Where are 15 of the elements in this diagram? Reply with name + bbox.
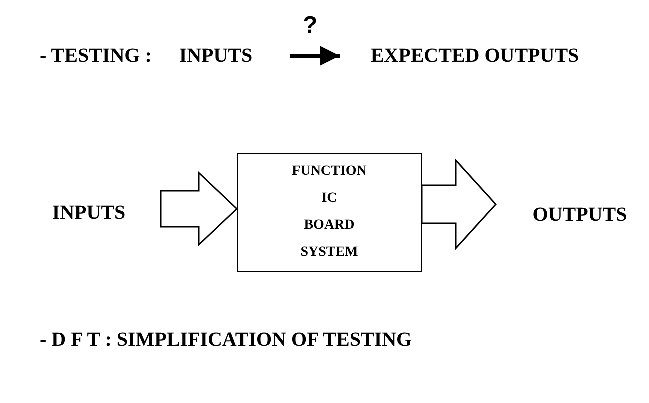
box-text: IC — [322, 192, 338, 206]
arrow — [290, 46, 340, 66]
block-arrow — [421, 158, 498, 250]
process-box — [237, 153, 422, 272]
box-text: BOARD — [304, 219, 355, 234]
block-arrow — [160, 171, 238, 247]
node-label: EXPECTED OUTPUTS — [370, 46, 580, 66]
node-label: INPUTS — [52, 203, 126, 223]
node-label: OUTPUTS — [532, 205, 628, 225]
box-text: SYSTEM — [300, 246, 358, 260]
edge-label: ? — [303, 14, 318, 38]
box-text: FUNCTION — [292, 164, 367, 179]
node-label: INPUTS — [179, 46, 253, 66]
heading-text: - D F T : SIMPLIFICATION OF TESTING — [40, 330, 412, 350]
heading-text: - TESTING : — [40, 46, 152, 66]
